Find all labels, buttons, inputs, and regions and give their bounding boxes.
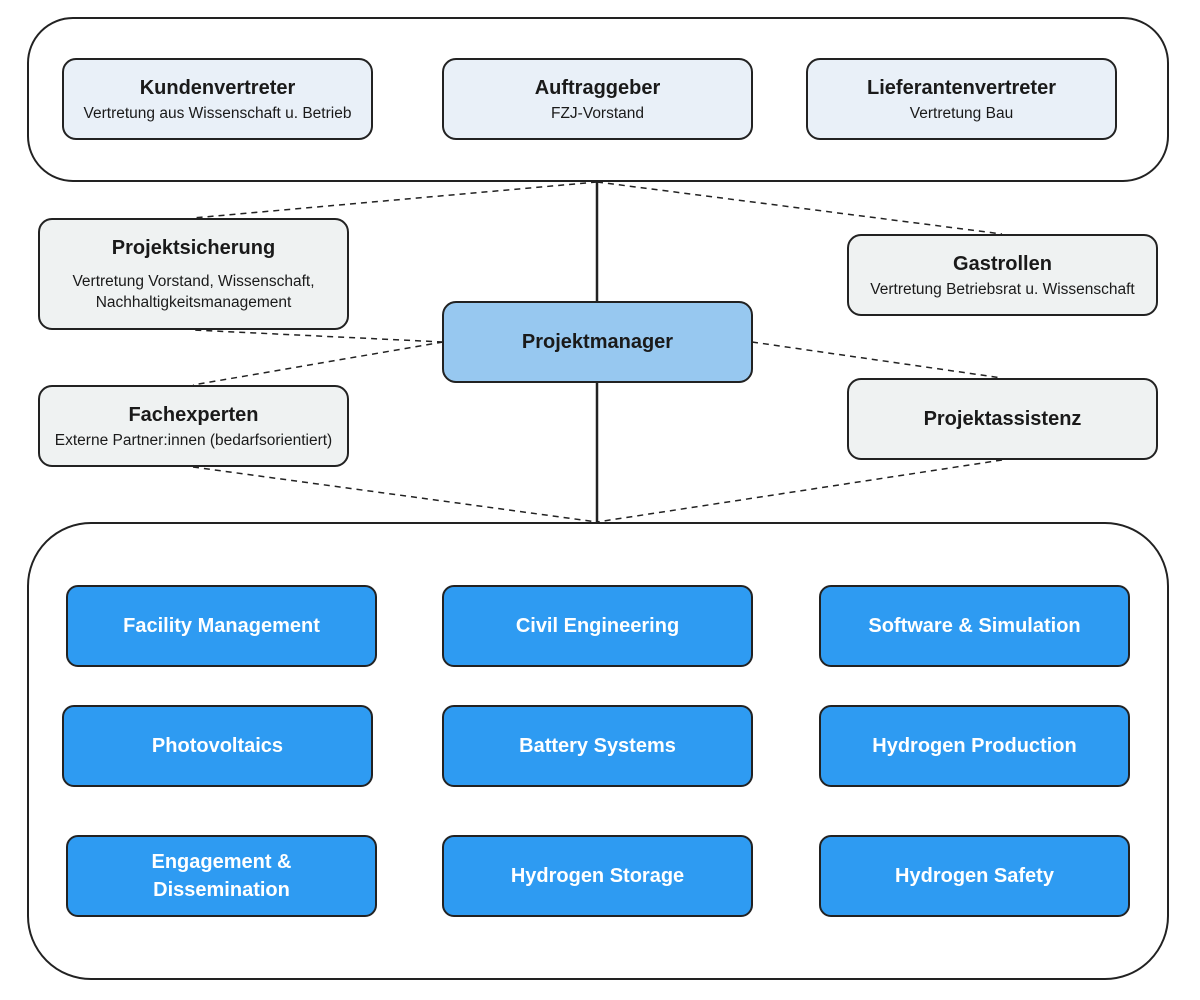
dashed-connector xyxy=(192,341,444,386)
node-lieferantenvertreter: Lieferantenvertreter Vertretung Bau xyxy=(806,58,1117,140)
node-subtitle: Vertretung Betriebsrat u. Wissenschaft xyxy=(870,280,1135,298)
dashed-connector xyxy=(596,181,1003,235)
node-projektassistenz: Projektassistenz xyxy=(847,378,1158,460)
node-title: Auftraggeber xyxy=(534,76,661,99)
team-label: Hydrogen Storage xyxy=(510,865,685,887)
node-subtitle: FZJ-Vorstand xyxy=(550,104,645,122)
node-gastrollen: Gastrollen Vertretung Betriebsrat u. Wis… xyxy=(847,234,1158,316)
node-projektsicherung: Projektsicherung Vertretung Vorstand, Wi… xyxy=(38,218,349,330)
team-hydrogen-storage: Hydrogen Storage xyxy=(442,835,753,917)
node-title: Fachexperten xyxy=(128,403,259,426)
team-hydrogen-production: Hydrogen Production xyxy=(819,705,1130,787)
node-title: Kundenvertreter xyxy=(139,76,296,99)
dashed-connector xyxy=(751,341,1003,379)
team-label: Software & Simulation xyxy=(868,615,1081,637)
team-label: Hydrogen Safety xyxy=(895,865,1054,887)
node-subtitle: Vertretung Vorstand, Wissenschaft, Nachh… xyxy=(72,273,315,311)
team-engagement-dissemination: Engagement & Dissemination xyxy=(66,835,377,917)
node-title: Gastrollen xyxy=(953,252,1052,275)
team-label: Facility Management xyxy=(123,615,320,637)
team-label: Battery Systems xyxy=(519,735,676,757)
node-projektmanager: Projektmanager xyxy=(442,301,753,383)
team-photovoltaics: Photovoltaics xyxy=(62,705,373,787)
team-hydrogen-safety: Hydrogen Safety xyxy=(819,835,1130,917)
node-title: Projektmanager xyxy=(521,331,674,353)
node-title: Projektsicherung xyxy=(111,237,276,259)
node-title: Projektassistenz xyxy=(923,408,1082,430)
node-subtitle: Externe Partner:innen (bedarfsorientiert… xyxy=(54,431,333,449)
node-subtitle: Vertretung Bau xyxy=(909,104,1014,122)
team-facility-management: Facility Management xyxy=(66,585,377,667)
team-software-simulation: Software & Simulation xyxy=(819,585,1130,667)
team-label: Hydrogen Production xyxy=(872,735,1077,757)
dashed-connector xyxy=(596,459,1003,523)
team-battery-systems: Battery Systems xyxy=(442,705,753,787)
dashed-connector xyxy=(192,181,598,219)
team-label: Photovoltaics xyxy=(151,735,284,757)
node-kundenvertreter: Kundenvertreter Vertretung aus Wissensch… xyxy=(62,58,373,140)
team-label: Engagement & Dissemination xyxy=(151,851,292,901)
node-fachexperten: Fachexperten Externe Partner:innen (beda… xyxy=(38,385,349,467)
dashed-connector xyxy=(192,466,598,523)
team-label: Civil Engineering xyxy=(515,615,680,637)
team-civil-engineering: Civil Engineering xyxy=(442,585,753,667)
node-title: Lieferantenvertreter xyxy=(867,76,1056,99)
node-auftraggeber: Auftraggeber FZJ-Vorstand xyxy=(442,58,753,140)
dashed-connector xyxy=(192,329,444,343)
node-subtitle: Vertretung aus Wissenschaft u. Betrieb xyxy=(83,104,352,122)
